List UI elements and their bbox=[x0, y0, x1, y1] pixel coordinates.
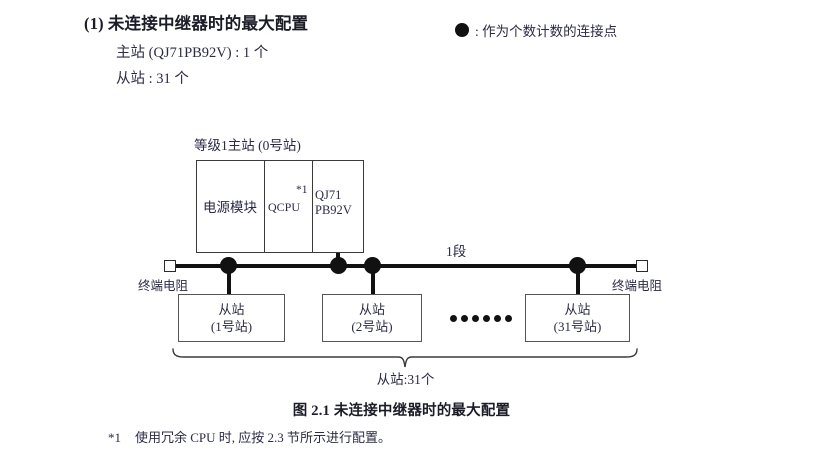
section-title-text: 未连接中继器时的最大配置 bbox=[107, 14, 309, 33]
rack-top-label: 等级1主站 (0号站) bbox=[194, 138, 301, 153]
spec-line-slave: 从站 : 31 个 bbox=[116, 71, 189, 87]
bus-drop-slave-2 bbox=[371, 266, 375, 294]
bus-trunk-line bbox=[172, 264, 642, 268]
spec-line-master: 主站 (QJ71PB92V) : 1 个 bbox=[116, 45, 269, 61]
ellipsis-dots bbox=[450, 315, 512, 323]
slave-station-box-1: 从站 (1号站) bbox=[178, 294, 285, 342]
legend: : 作为个数计数的连接点 bbox=[455, 20, 617, 40]
figure-caption: 图 2.1 未连接中继器时的最大配置 bbox=[0, 399, 821, 420]
slave-31-station: (31号站) bbox=[553, 319, 602, 334]
rack-slot-qcpu-footnote-mark: *1 bbox=[296, 184, 308, 196]
slave-1-station: (1号站) bbox=[210, 319, 253, 334]
bus-node-master bbox=[330, 257, 347, 274]
slave-count-brace bbox=[170, 348, 640, 370]
bus-drop-slave-1 bbox=[227, 266, 231, 294]
terminator-right-icon bbox=[636, 260, 648, 272]
footnote-mark: *1 bbox=[108, 430, 121, 445]
slave-count-text: 从站:31个 bbox=[376, 372, 435, 387]
slave-station-box-31: 从站 (31号站) bbox=[525, 294, 630, 342]
terminator-left-icon bbox=[164, 260, 176, 272]
slave-2-station: (2号站) bbox=[351, 319, 393, 334]
bus-node-slave-1 bbox=[220, 257, 237, 274]
rack-slot-master-module-label: QJ71 PB92V bbox=[315, 188, 363, 218]
figure-caption-text: 图 2.1 未连接中继器时的最大配置 bbox=[292, 403, 511, 419]
master-module-label-line1: QJ71 bbox=[315, 188, 342, 202]
footnote: *1 使用冗余 CPU 时, 应按 2.3 节所示进行配置。 bbox=[108, 427, 391, 446]
legend-label: : 作为个数计数的连接点 bbox=[475, 24, 618, 39]
bus-node-slave-2 bbox=[364, 257, 381, 274]
slave-31-name: 从站 bbox=[564, 302, 591, 317]
footnote-text: 使用冗余 CPU 时, 应按 2.3 节所示进行配置。 bbox=[135, 430, 392, 445]
bus-drop-slave-31 bbox=[576, 266, 580, 294]
terminator-left-label: 终端电阻 bbox=[138, 279, 189, 293]
rack-slot-qcpu-label: QCPU bbox=[268, 200, 301, 214]
plc-rack bbox=[196, 160, 364, 253]
master-module-label-line2: PB92V bbox=[315, 203, 352, 217]
filled-circle-icon bbox=[455, 23, 469, 37]
slave-1-name: 从站 bbox=[218, 302, 245, 317]
bus-node-slave-31 bbox=[569, 257, 586, 274]
section-heading: (1)未连接中继器时的最大配置 bbox=[84, 10, 308, 34]
section-number: (1) bbox=[84, 14, 104, 33]
rack-divider-2 bbox=[312, 160, 313, 253]
slave-station-box-2: 从站 (2号站) bbox=[322, 294, 422, 342]
slave-2-name: 从站 bbox=[358, 302, 385, 317]
network-configuration-diagram: 等级1主站 (0号站) 电源模块 QCPU *1 QJ71 PB92V 1段 终… bbox=[0, 120, 821, 390]
segment-label: 1段 bbox=[446, 244, 467, 259]
rack-divider-1 bbox=[264, 160, 265, 253]
slave-count-label: 从站:31个 bbox=[0, 368, 821, 388]
terminator-right-label: 终端电阻 bbox=[612, 279, 663, 293]
rack-slot-power-supply-label: 电源模块 bbox=[203, 200, 257, 215]
